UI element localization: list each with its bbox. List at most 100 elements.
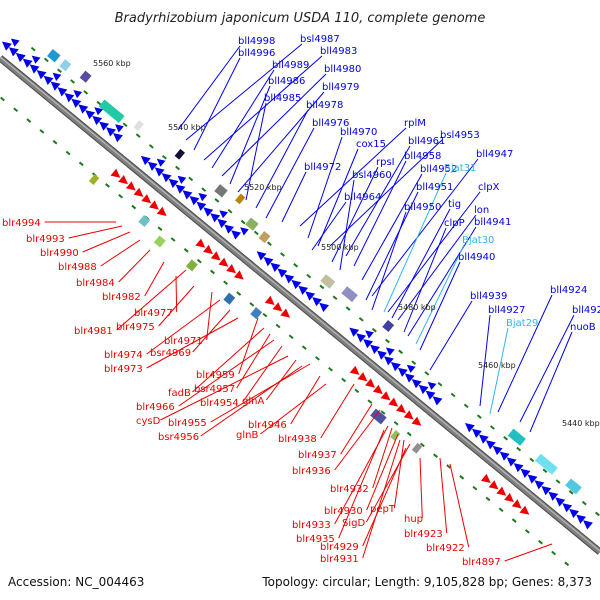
tick-mark bbox=[424, 371, 430, 376]
forward-gene-arrow bbox=[284, 274, 295, 284]
tick-mark bbox=[306, 273, 312, 279]
reverse-gene-label: pepT bbox=[370, 504, 396, 515]
forward-gene-arrow bbox=[219, 210, 228, 219]
reverse-gene-label: fadB bbox=[168, 388, 191, 399]
forward-gene-arrow bbox=[312, 297, 322, 307]
forward-gene-arrow bbox=[406, 364, 416, 373]
tick-mark bbox=[280, 252, 285, 257]
tick-mark bbox=[581, 500, 587, 506]
forward-gene-arrow bbox=[177, 175, 187, 184]
tick-mark bbox=[266, 241, 272, 246]
map-title: Bradyrhizobium japonicum USDA 110, compl… bbox=[115, 11, 486, 26]
reverse-leader-line bbox=[372, 427, 393, 489]
feature-block bbox=[250, 307, 263, 320]
forward-gene-arrow bbox=[175, 184, 186, 194]
forward-gene-arrow bbox=[31, 55, 41, 64]
forward-gene-label: bll4964 bbox=[344, 192, 381, 203]
forward-gene-arrow bbox=[147, 161, 158, 171]
forward-gene-arrow bbox=[305, 291, 316, 301]
reverse-gene-label: blr4933 bbox=[292, 520, 331, 531]
tick-mark bbox=[564, 561, 570, 567]
scale-label: 5440 kbp bbox=[562, 419, 600, 428]
forward-gene-arrow bbox=[115, 124, 124, 133]
forward-gene-arrow bbox=[425, 390, 436, 400]
forward-gene-arrow bbox=[418, 384, 429, 395]
reverse-gene-arrow bbox=[403, 410, 414, 420]
tick-mark bbox=[463, 403, 469, 409]
reverse-gene-label: blr4973 bbox=[104, 364, 143, 375]
reverse-gene-label: blr4959 bbox=[196, 370, 235, 381]
reverse-leader-line bbox=[366, 433, 399, 511]
forward-leader-line bbox=[391, 208, 451, 319]
forward-leader-line bbox=[177, 45, 241, 131]
tick-mark bbox=[65, 150, 71, 156]
forward-leader-line bbox=[397, 214, 477, 321]
reverse-leader-line bbox=[362, 439, 401, 559]
tick-mark bbox=[288, 334, 294, 340]
forward-gene-label: bll4952 bbox=[420, 164, 457, 175]
forward-gene-arrow bbox=[319, 302, 329, 312]
reverse-leader-line bbox=[192, 327, 265, 393]
reverse-gene-label: blr4936 bbox=[292, 466, 331, 477]
forward-gene-arrow bbox=[298, 285, 309, 295]
reverse-leader-line bbox=[116, 269, 187, 331]
tick-mark bbox=[393, 420, 399, 426]
forward-leader-line bbox=[265, 127, 315, 219]
forward-gene-label: bll4924 bbox=[550, 285, 587, 296]
forward-leader-line bbox=[489, 327, 509, 415]
reverse-leader-line bbox=[160, 355, 289, 421]
forward-gene-arrow bbox=[71, 98, 82, 108]
forward-gene-arrow bbox=[196, 201, 207, 211]
tick-mark bbox=[43, 57, 49, 63]
reverse-gene-arrow bbox=[380, 391, 391, 401]
tick-mark bbox=[516, 446, 522, 452]
tick-mark bbox=[332, 295, 338, 301]
forward-gene-arrow bbox=[36, 70, 47, 80]
forward-gene-arrow bbox=[189, 196, 200, 206]
reverse-leader-line bbox=[178, 339, 275, 407]
forward-gene-label: bll4921 bbox=[572, 305, 600, 316]
forward-leader-line bbox=[365, 191, 419, 301]
scale-label: 5480 kbp bbox=[398, 303, 436, 312]
forward-gene-arrow bbox=[231, 230, 241, 240]
forward-gene-arrow bbox=[548, 491, 559, 501]
reverse-leader-line bbox=[210, 363, 311, 423]
forward-leader-line bbox=[281, 171, 307, 223]
tick-mark bbox=[450, 392, 456, 398]
tick-mark bbox=[214, 198, 220, 203]
forward-gene-arrow bbox=[92, 115, 103, 126]
forward-gene-arrow bbox=[73, 90, 83, 99]
forward-leader-line bbox=[407, 226, 477, 337]
forward-gene-arrow bbox=[527, 474, 538, 484]
forward-gene-arrow bbox=[161, 173, 172, 183]
tick-mark bbox=[406, 431, 412, 437]
forward-gene-label: bsl4987 bbox=[300, 34, 340, 45]
forward-leader-line bbox=[345, 145, 411, 257]
tick-mark bbox=[385, 338, 390, 344]
forward-gene-arrow bbox=[506, 457, 517, 467]
reverse-leader-line bbox=[362, 447, 407, 547]
reverse-gene-label: blr4935 bbox=[296, 534, 335, 545]
forward-gene-arrow bbox=[263, 257, 274, 267]
reverse-gene-label: blr4929 bbox=[320, 542, 359, 553]
tick-mark bbox=[175, 165, 181, 171]
reverse-gene-label: blr4946 bbox=[248, 420, 287, 431]
reverse-gene-label: blr4981 bbox=[74, 326, 113, 337]
forward-leader-line bbox=[331, 166, 379, 263]
reverse-leader-line bbox=[449, 463, 470, 548]
reverse-gene-arrow bbox=[349, 365, 360, 375]
forward-gene-arrow bbox=[569, 508, 579, 519]
forward-gene-label: bll4939 bbox=[470, 291, 507, 302]
forward-gene-label: bll4978 bbox=[306, 100, 343, 111]
forward-gene-arrow bbox=[15, 52, 26, 63]
forward-gene-label: bll4940 bbox=[458, 252, 495, 263]
tick-mark bbox=[341, 377, 347, 383]
reverse-leader-line bbox=[146, 317, 239, 369]
tick-mark bbox=[358, 317, 364, 322]
reverse-leader-line bbox=[260, 383, 327, 435]
forward-leader-line bbox=[245, 102, 267, 201]
forward-gene-label: rplM bbox=[404, 118, 426, 129]
tick-mark bbox=[503, 436, 509, 441]
tick-mark bbox=[542, 468, 548, 473]
forward-gene-label: bsl4953 bbox=[440, 130, 480, 141]
